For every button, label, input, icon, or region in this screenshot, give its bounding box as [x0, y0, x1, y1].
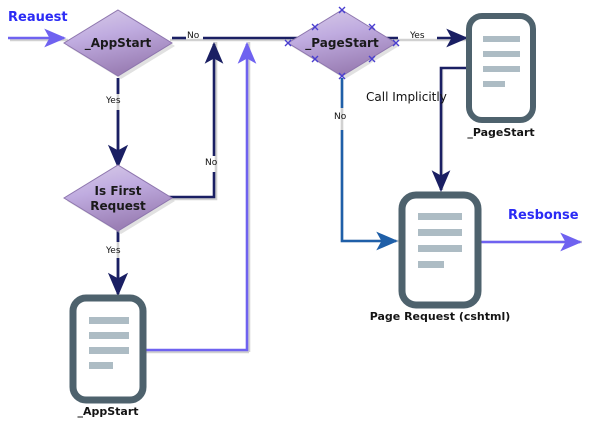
io-label-response: Resbonse	[508, 208, 579, 223]
edge-isfirst-no	[168, 172, 216, 199]
decision-is-first-request-line1: Is First	[94, 184, 142, 198]
decision-is-first-request-line2: Request	[90, 199, 146, 213]
document-lines	[483, 36, 520, 87]
io-label-request: Reauest	[8, 10, 68, 25]
decision-is-first-request[interactable]	[63, 164, 175, 234]
edge-appstart-doc-loopback	[143, 41, 257, 352]
decision-app-start[interactable]	[63, 9, 175, 79]
annotation-call-implicitly: Call Implicitly	[366, 90, 447, 104]
decision-page-start[interactable]	[284, 6, 400, 80]
document-lines	[89, 317, 129, 369]
selection-handles[interactable]	[284, 6, 400, 80]
document-page-request-caption: Page Request (cshtml)	[369, 310, 511, 323]
edge-label-app-start-no: No	[187, 31, 200, 41]
edge-label-is-first-request-yes: Yes	[106, 246, 121, 256]
document-page-request[interactable]	[398, 191, 482, 309]
decision-page-start-label: _PageStart	[305, 36, 379, 50]
decision-app-start-label: _AppStart	[84, 36, 152, 50]
edge-call-implicitly	[431, 66, 466, 193]
document-lines	[418, 213, 462, 268]
edge-label-page-start-no: No	[334, 112, 347, 122]
edge-label-app-start-yes: Yes	[106, 96, 121, 106]
document-page-start-caption: _PageStart	[467, 126, 535, 139]
document-app-start[interactable]	[69, 294, 147, 404]
edge-label-is-first-request-no: No	[205, 158, 218, 168]
edge-label-page-start-yes: Yes	[410, 31, 425, 41]
decision-is-first-request-label: Is First Request	[64, 184, 172, 214]
document-app-start-caption: _AppStart	[77, 405, 139, 418]
document-page-start[interactable]	[466, 13, 536, 123]
